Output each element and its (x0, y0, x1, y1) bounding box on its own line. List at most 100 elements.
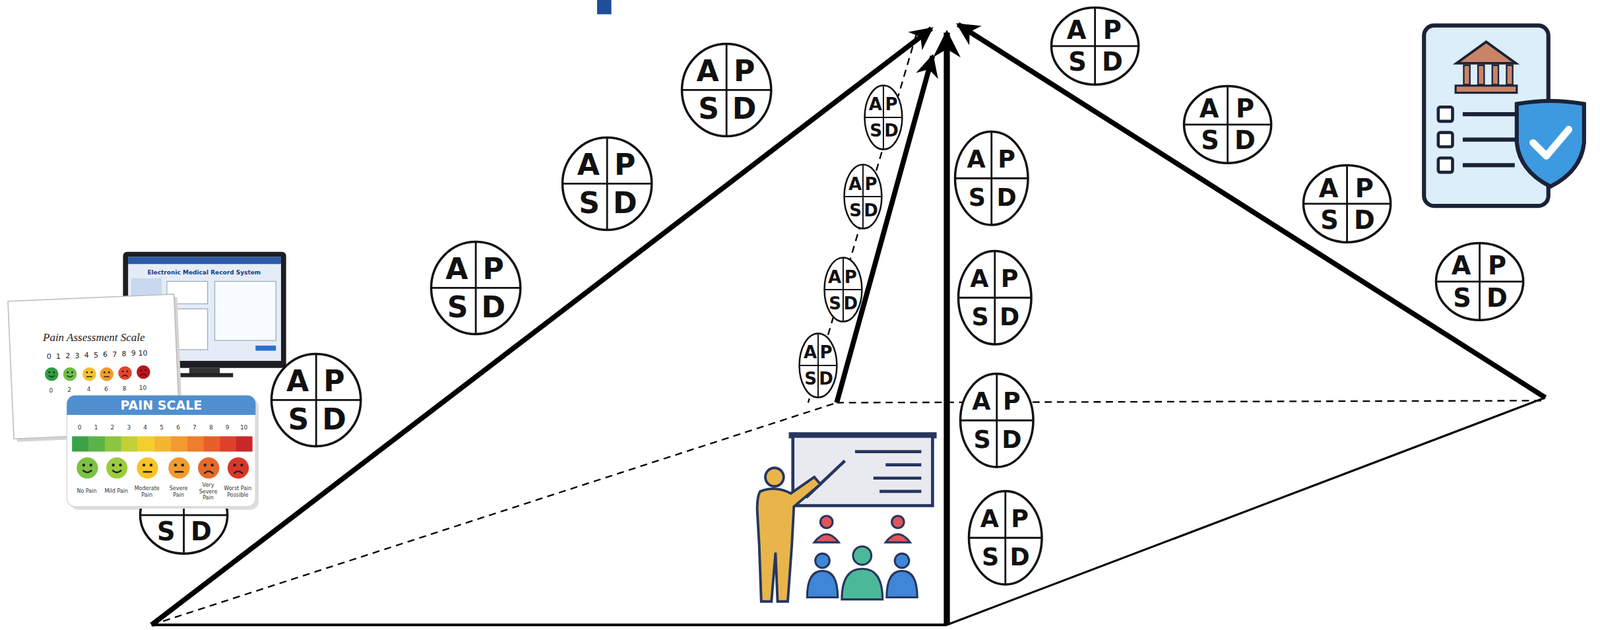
quadrant-letter: S (1200, 128, 1220, 154)
quadrant-line (862, 164, 864, 229)
illustration-label: 7 (192, 424, 197, 431)
quadrant-letter: S (1320, 207, 1339, 233)
student-head (853, 546, 872, 565)
scale-segment (236, 436, 253, 452)
circle-ring (682, 43, 772, 136)
illustration-label: 1 (94, 424, 99, 431)
quadrant-letter: A (848, 175, 862, 193)
illustration-label: 9 (225, 424, 230, 431)
quadrant-letter: A (980, 507, 999, 532)
quadrant-letter: P (1235, 96, 1255, 122)
apsd-circle: APSD (560, 135, 654, 233)
apsd-circle: APSD (1049, 5, 1141, 88)
quadrant-letter: S (973, 428, 992, 452)
pyramid-edge-arrow (151, 28, 932, 625)
quadrant-letter: A (803, 343, 817, 361)
quadrant-line (1345, 165, 1348, 243)
quadrant-letter: S (968, 186, 986, 210)
quadrant-letter: S (981, 545, 999, 570)
screen-titlebar (128, 256, 282, 264)
apsd-circle: APSD (863, 83, 904, 152)
illustration-label: 0 (77, 424, 82, 431)
illustration-label: 1 (56, 352, 61, 361)
quadrant-letter: S (828, 294, 842, 313)
illustration-label: Worst Pain Possible (223, 485, 253, 498)
pain-face (63, 367, 78, 382)
student-body (806, 570, 838, 598)
circle-outline (1433, 240, 1526, 323)
quadrant-letter: A (828, 268, 842, 286)
quadrant-letter: D (884, 122, 899, 140)
illustration-label: 2 (110, 424, 115, 431)
circle-ring (955, 131, 1029, 225)
quadrant-letter: D (843, 294, 858, 313)
circle-ring (271, 353, 361, 447)
quadrant-letter: D (1010, 545, 1030, 570)
quadrant-letter: P (1010, 507, 1029, 532)
base-edge (946, 397, 1546, 626)
screen-button (255, 345, 276, 352)
pain-face (106, 457, 128, 479)
teaching-board (793, 436, 933, 506)
illustration-label: 2 (67, 386, 72, 394)
illustration-label: 5 (159, 424, 164, 431)
circle-outline (1049, 5, 1141, 88)
quadrant-letter: S (287, 405, 309, 435)
list-line (1462, 137, 1521, 142)
illustration-label: Very Severe Pain (193, 482, 224, 502)
quadrant-line (817, 333, 819, 398)
board-line (885, 463, 922, 467)
check-mark (1533, 129, 1569, 156)
screen-panel (214, 281, 276, 342)
circle-outline (428, 239, 523, 337)
dashed-edge (808, 34, 917, 404)
illustration-label: 6 (176, 424, 181, 431)
illustration-label: 9 (131, 349, 136, 359)
illustration-label: 8 (209, 424, 214, 431)
circle-ring (844, 164, 883, 229)
scale-segment (170, 436, 187, 452)
pain-face (136, 365, 151, 380)
quadrant-letter: P (1355, 176, 1374, 202)
quadrant-letter: D (1101, 49, 1123, 75)
quadrant-letter: D (480, 292, 506, 322)
illustration-label: 4 (143, 424, 148, 431)
quadrant-letter: D (190, 519, 212, 545)
blue-tab (597, 0, 612, 15)
quadrant-letter: D (1234, 128, 1256, 154)
student-head (894, 553, 910, 569)
pyramid-edge-arrow (836, 56, 933, 403)
quadrant-line (1004, 490, 1007, 584)
circle-ring (562, 137, 652, 230)
quadrant-letter: P (1103, 17, 1122, 43)
bank-column (1477, 65, 1484, 85)
circle-ring (864, 85, 903, 150)
quadrant-line (315, 353, 318, 447)
student-body (886, 570, 918, 598)
scale-segment (71, 436, 89, 452)
teacher-head (765, 467, 784, 487)
monitor-foot (176, 373, 234, 378)
circle-ring (824, 257, 862, 322)
illustration-label: Pain Assessment Scale (42, 331, 146, 345)
student-head (892, 515, 905, 529)
apsd-circle: APSD (797, 331, 839, 400)
scale-segment (104, 436, 122, 452)
quadrant-letter: S (804, 370, 817, 388)
pain-face (168, 457, 190, 479)
quadrant-letter: D (612, 188, 638, 218)
illustration-label: 6 (102, 351, 108, 360)
apsd-circle: APSD (1433, 240, 1526, 323)
quadrant-letter: S (1068, 49, 1087, 75)
quadrant-letter: S (698, 94, 720, 124)
quadrant-letter: A (1451, 253, 1472, 279)
list-line (1462, 162, 1515, 167)
scale-segment (137, 436, 155, 452)
circle-outline (958, 371, 1036, 470)
illustration-label: 10 (240, 424, 248, 431)
illustration-label: PAIN SCALE (120, 398, 202, 414)
illustration-label: 4 (84, 351, 90, 361)
bank-column (1506, 65, 1513, 85)
